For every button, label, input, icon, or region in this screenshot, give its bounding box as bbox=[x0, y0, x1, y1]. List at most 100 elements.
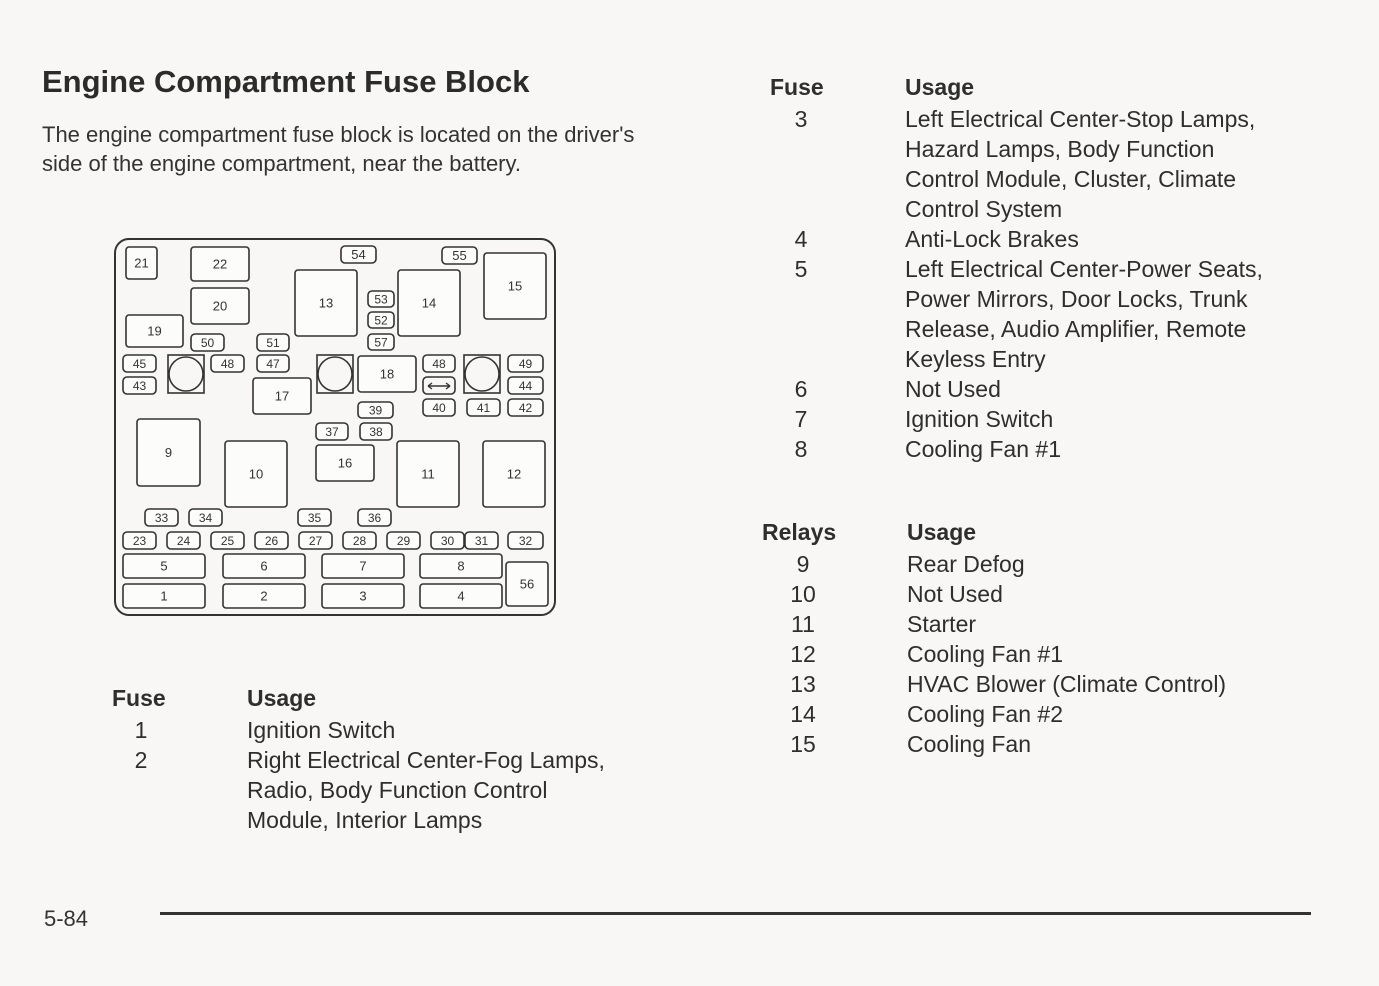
fuse-slot-label: 1 bbox=[160, 589, 167, 604]
fuse-slot-label: 19 bbox=[147, 324, 161, 339]
fuse-slot-box bbox=[321, 553, 405, 579]
fuse-slot-box bbox=[144, 508, 179, 527]
mounting-square bbox=[316, 354, 354, 394]
fuse-slot-label: 51 bbox=[266, 336, 280, 350]
usage-line: Right Electrical Center-Fog Lamps, bbox=[247, 747, 605, 773]
fuse-slot-box bbox=[386, 531, 421, 550]
fuse-slot-box bbox=[441, 246, 478, 265]
fuse-slot-label: 24 bbox=[177, 534, 191, 548]
fuse-slot-box bbox=[315, 444, 375, 482]
fuse-slot-label: 38 bbox=[369, 425, 383, 439]
usage-line: Hazard Lamps, Body Function bbox=[905, 136, 1215, 162]
usage-line: Control System bbox=[905, 196, 1063, 222]
fuse-slot-label: 18 bbox=[380, 367, 394, 382]
fuse-slot-box bbox=[166, 531, 201, 550]
fuse-slot-box bbox=[125, 246, 158, 280]
usage-line: Ignition Switch bbox=[905, 406, 1054, 432]
fuse-slot-label: 36 bbox=[368, 511, 382, 525]
fuse-slot-box bbox=[254, 531, 289, 550]
usage-line: HVAC Blower (Climate Control) bbox=[907, 671, 1227, 697]
fuse-slot-label: 11 bbox=[421, 467, 435, 482]
fuse-slot-box bbox=[321, 583, 405, 609]
fuse-slot-label: 35 bbox=[308, 511, 322, 525]
fuse-slot-box bbox=[122, 376, 157, 395]
fuse-puller-slot bbox=[422, 376, 456, 395]
usage-line: Power Mirrors, Door Locks, Trunk bbox=[905, 286, 1248, 312]
fuse-slot-box bbox=[125, 314, 184, 348]
usage-line: Keyless Entry bbox=[905, 346, 1046, 372]
fuse-slot-label: 25 bbox=[221, 534, 235, 548]
row-usage: Rear Defog bbox=[907, 549, 1025, 579]
fuse-slot-box bbox=[256, 354, 290, 373]
usage-line: Release, Audio Amplifier, Remote bbox=[905, 316, 1247, 342]
row-usage: Right Electrical Center-Fog Lamps, Radio,… bbox=[247, 745, 605, 835]
fuse-slot-label: 26 bbox=[265, 534, 279, 548]
fuse-slot-label: 54 bbox=[351, 247, 365, 262]
fuse-slot-box bbox=[122, 531, 157, 550]
fuse-slot-label: 49 bbox=[519, 357, 533, 371]
fuse-slot-label: 39 bbox=[369, 403, 383, 417]
fuse-slot-box bbox=[210, 354, 245, 373]
fuse-slot-box bbox=[342, 531, 377, 550]
fuse-slot-box bbox=[224, 440, 288, 508]
footer-rule bbox=[160, 912, 1311, 915]
row-number: 3 bbox=[794, 106, 808, 132]
usage-line: Radio, Body Function Control bbox=[247, 777, 548, 803]
usage-line: Not Used bbox=[905, 376, 1001, 402]
row-number: 12 bbox=[790, 641, 816, 667]
fuse-slot-label: 28 bbox=[353, 534, 367, 548]
row-usage: Starter bbox=[907, 609, 976, 639]
row-number: 7 bbox=[794, 406, 808, 432]
fuse-slot-label: 41 bbox=[477, 401, 491, 415]
table-row: 6 Not Used bbox=[770, 374, 1263, 404]
row-number: 11 bbox=[791, 611, 815, 637]
fuse-slot-box bbox=[505, 561, 549, 607]
usage-line: Left Electrical Center-Power Seats, bbox=[905, 256, 1263, 282]
fuse-slot-label: 44 bbox=[519, 379, 533, 393]
row-number: 8 bbox=[794, 436, 808, 462]
fuse-slot-box bbox=[359, 422, 393, 441]
row-usage: Cooling Fan bbox=[907, 729, 1031, 759]
fuse-slot-label: 47 bbox=[266, 357, 280, 371]
fuse-slot-box bbox=[422, 354, 456, 373]
fuse-slot-box bbox=[136, 418, 201, 487]
fuse-slot-box bbox=[464, 531, 499, 550]
fuse-slot-box bbox=[430, 531, 465, 550]
fuse-block-outline bbox=[114, 238, 556, 616]
fuse-slot-label: 23 bbox=[133, 534, 147, 548]
fuse-slot-label: 17 bbox=[275, 389, 289, 404]
fuse-slot-label: 52 bbox=[374, 313, 388, 327]
fuse-slot-label: 16 bbox=[338, 456, 352, 471]
fuse-slot-label: 27 bbox=[309, 534, 323, 548]
fuse-slot-box bbox=[298, 531, 333, 550]
usage-line: Ignition Switch bbox=[247, 717, 396, 743]
fuse-slot-box bbox=[396, 440, 460, 508]
fuse-slot-label: 10 bbox=[249, 467, 263, 482]
fuse-slot-label: 20 bbox=[213, 299, 227, 314]
fuse-slot-label: 29 bbox=[397, 534, 411, 548]
fuse-slot-box bbox=[357, 508, 392, 527]
fuse-slot-box bbox=[482, 440, 546, 508]
fuse-slot-box bbox=[188, 508, 223, 527]
row-number: 10 bbox=[790, 581, 816, 607]
header-number: Relays bbox=[762, 519, 837, 545]
fuse-slot-label: 53 bbox=[374, 292, 388, 306]
row-number: 6 bbox=[794, 376, 808, 402]
fuse-slot-box bbox=[122, 583, 206, 609]
fuse-slot-label: 30 bbox=[441, 534, 455, 548]
fuse-slot-label: 55 bbox=[452, 248, 466, 263]
fuse-slot-box bbox=[190, 246, 250, 282]
page-title: Engine Compartment Fuse Block bbox=[42, 64, 530, 99]
fuse-slot-box bbox=[422, 398, 456, 417]
fuse-slot-label: 33 bbox=[155, 511, 169, 525]
row-number: 4 bbox=[794, 226, 808, 252]
fuse-slot-box bbox=[367, 311, 395, 329]
fuse-slot-label: 6 bbox=[260, 559, 267, 574]
usage-line: Not Used bbox=[907, 581, 1003, 607]
fuse-slot-label: 42 bbox=[519, 401, 533, 415]
